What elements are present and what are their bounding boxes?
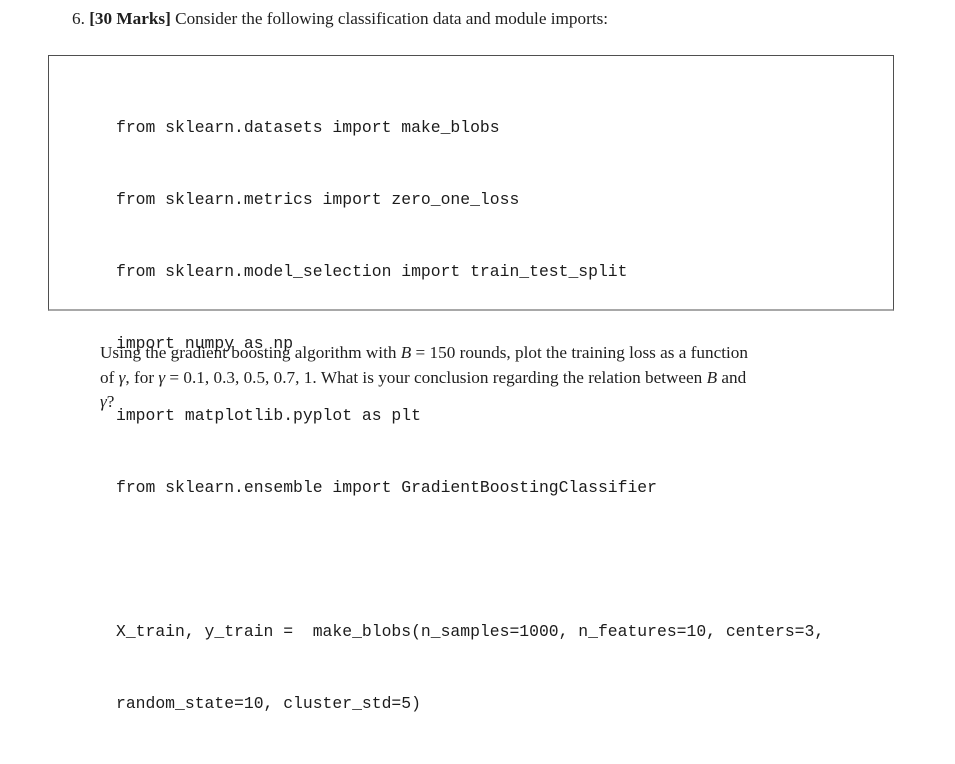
math-var-gamma: γ (100, 392, 107, 411)
code-box: from sklearn.datasets import make_blobs … (48, 55, 894, 713)
body-text: of (100, 367, 119, 387)
question-marks: [30 Marks] (89, 9, 171, 28)
code-line: import numpy as np (116, 334, 294, 353)
question-header: 6. [30 Marks] Consider the following cla… (72, 7, 608, 31)
code-line: from sklearn.model_selection import trai… (116, 262, 628, 281)
question-body-line: of γ, for γ = 0.1, 0.3, 0.5, 0.7, 1. Wha… (100, 366, 900, 391)
code-line: from sklearn.datasets import make_blobs (116, 118, 500, 137)
body-text: = 150 rounds, plot the training loss as … (411, 343, 748, 362)
code-line: random_state=10, cluster_std=5) (116, 694, 421, 713)
code-line-blank (116, 548, 824, 572)
question-body: Using the gradient boosting algorithm wi… (100, 341, 900, 415)
body-text: Using the gradient boosting algorithm wi… (100, 343, 401, 362)
question-intro: Consider the following classification da… (175, 9, 609, 28)
body-text: , for (125, 367, 159, 387)
code-block: from sklearn.datasets import make_blobs … (116, 68, 824, 764)
math-var-gamma: γ (158, 367, 166, 387)
math-var-B: B (706, 367, 718, 387)
body-text: and (717, 367, 747, 387)
math-var-gamma: γ (118, 367, 126, 387)
code-line: from sklearn.ensemble import GradientBoo… (116, 478, 657, 497)
body-text: ? (106, 392, 115, 411)
math-var-B: B (400, 343, 412, 362)
question-number: 6. (72, 9, 85, 28)
question-body-line: Using the gradient boosting algorithm wi… (100, 341, 900, 366)
code-line: import matplotlib.pyplot as plt (116, 406, 421, 425)
code-line: from sklearn.metrics import zero_one_los… (116, 190, 520, 209)
question-body-line: γ? (100, 390, 900, 415)
body-text: = 0.1, 0.3, 0.5, 0.7, 1. What is your co… (165, 367, 707, 387)
code-line: X_train, y_train = make_blobs(n_samples=… (116, 622, 825, 641)
